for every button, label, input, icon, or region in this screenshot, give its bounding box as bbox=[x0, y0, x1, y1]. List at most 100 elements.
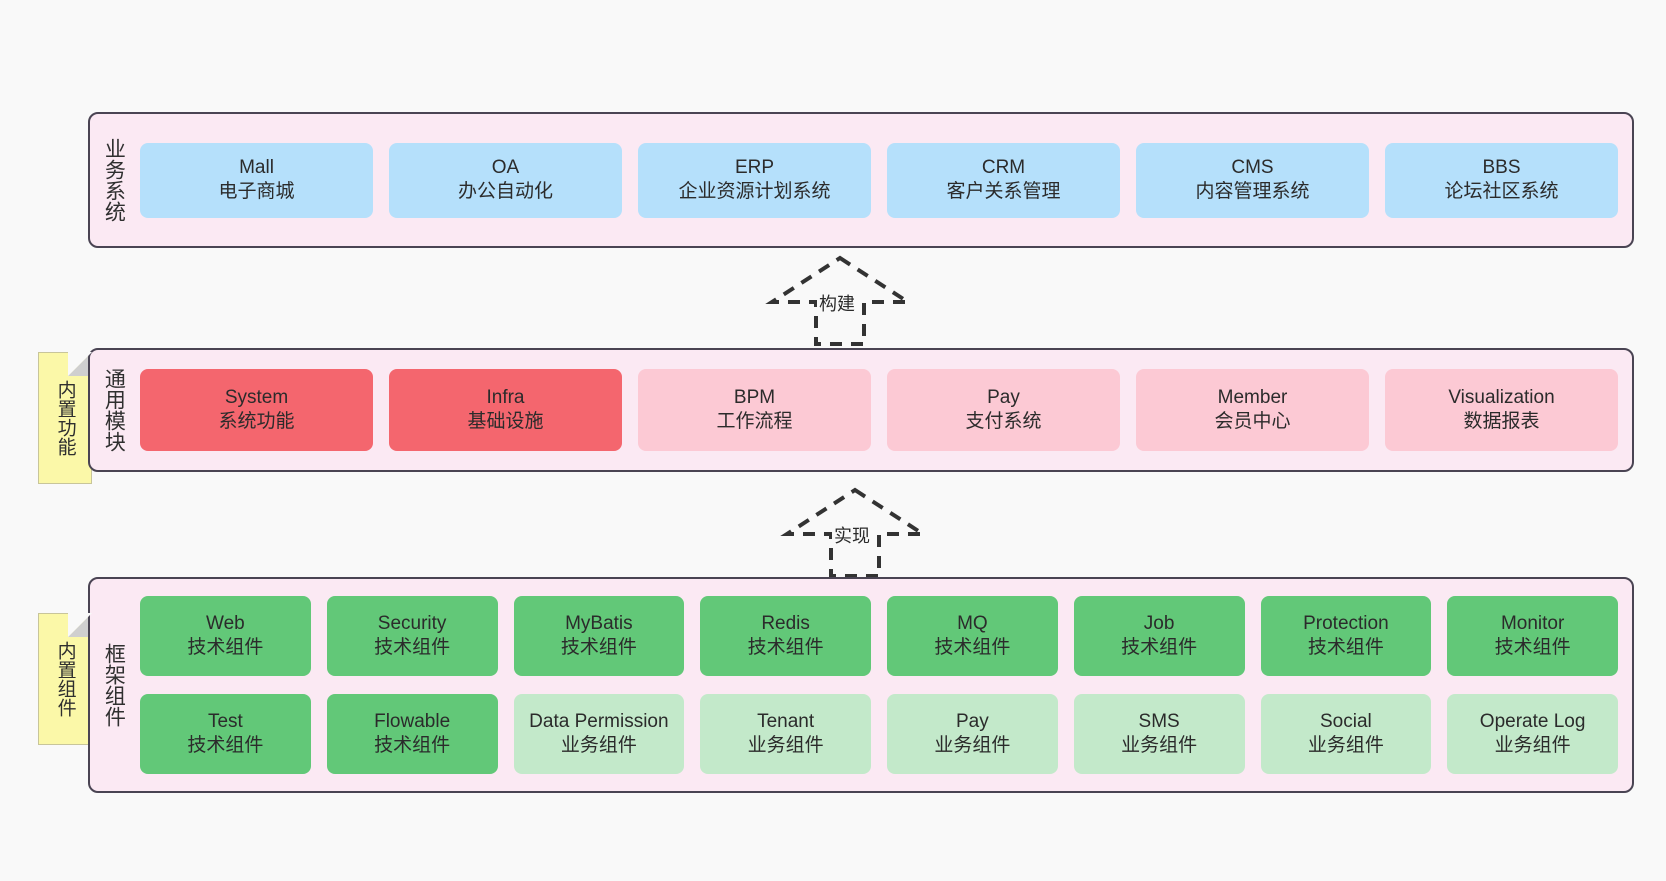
layer-business-system[interactable]: 业务系统 Mall 电子商城 OA 办公自动化 ERP 企业资源计划系统 CRM… bbox=[88, 112, 1634, 248]
card-protection[interactable]: Protection 技术组件 bbox=[1260, 596, 1432, 676]
card-pay-module-desc: 支付系统 bbox=[965, 411, 1042, 432]
card-sms-desc: 业务组件 bbox=[1121, 735, 1198, 756]
card-redis-desc: 技术组件 bbox=[747, 637, 824, 658]
connector-build-label: 构建 bbox=[817, 290, 857, 316]
card-flowable[interactable]: Flowable 技术组件 bbox=[326, 694, 498, 774]
card-mall[interactable]: Mall 电子商城 bbox=[140, 142, 373, 218]
card-security[interactable]: Security 技术组件 bbox=[326, 596, 498, 676]
connector-realize-label: 实现 bbox=[832, 522, 872, 548]
note-builtin-component[interactable]: 内置组件 bbox=[38, 613, 92, 745]
card-mall-name: Mall bbox=[239, 156, 274, 178]
card-infra-name: Infra bbox=[486, 386, 525, 408]
card-crm-name: CRM bbox=[981, 156, 1026, 178]
layer-framework-component[interactable]: 框架组件 Web 技术组件 Security 技术组件 MyBatis 技术组件… bbox=[88, 577, 1634, 793]
card-sms[interactable]: SMS 业务组件 bbox=[1073, 694, 1245, 774]
card-bbs[interactable]: BBS 论坛社区系统 bbox=[1385, 142, 1618, 218]
card-social-name: Social bbox=[1320, 710, 1372, 732]
card-operate-log-name: Operate Log bbox=[1479, 710, 1586, 732]
card-cms-name: CMS bbox=[1231, 156, 1274, 178]
card-test-desc: 技术组件 bbox=[187, 735, 264, 756]
business-card-row: Mall 电子商城 OA 办公自动化 ERP 企业资源计划系统 CRM 客户关系… bbox=[140, 142, 1618, 218]
card-member[interactable]: Member 会员中心 bbox=[1136, 369, 1369, 451]
card-redis[interactable]: Redis 技术组件 bbox=[700, 596, 871, 676]
layer-frame-title: 框架组件 bbox=[102, 643, 126, 727]
card-job-name: Job bbox=[1143, 612, 1175, 634]
card-redis-name: Redis bbox=[761, 612, 810, 634]
card-pay-module[interactable]: Pay 支付系统 bbox=[887, 369, 1120, 451]
card-cms[interactable]: CMS 内容管理系统 bbox=[1136, 142, 1369, 218]
card-bpm-desc: 工作流程 bbox=[716, 411, 793, 432]
card-pay-component-name: Pay bbox=[956, 710, 989, 732]
card-pay-component-desc: 业务组件 bbox=[934, 735, 1011, 756]
card-monitor-name: Monitor bbox=[1500, 612, 1565, 634]
card-protection-name: Protection bbox=[1303, 612, 1389, 634]
card-system-desc: 系统功能 bbox=[218, 411, 295, 432]
card-bbs-name: BBS bbox=[1482, 156, 1521, 178]
card-infra[interactable]: Infra 基础设施 bbox=[389, 369, 622, 451]
card-job-desc: 技术组件 bbox=[1121, 637, 1198, 658]
card-data-permission-desc: 业务组件 bbox=[560, 735, 637, 756]
card-member-desc: 会员中心 bbox=[1214, 411, 1291, 432]
card-mybatis-name: MyBatis bbox=[565, 612, 633, 634]
card-mall-desc: 电子商城 bbox=[218, 181, 295, 202]
card-oa-desc: 办公自动化 bbox=[457, 181, 553, 202]
layer-common-title: 通用模块 bbox=[102, 368, 126, 452]
layer-business-body: Mall 电子商城 OA 办公自动化 ERP 企业资源计划系统 CRM 客户关系… bbox=[136, 114, 1632, 246]
card-mq[interactable]: MQ 技术组件 bbox=[887, 596, 1058, 676]
card-mq-desc: 技术组件 bbox=[934, 637, 1011, 658]
card-visualization-name: Visualization bbox=[1448, 386, 1555, 408]
card-operate-log[interactable]: Operate Log 业务组件 bbox=[1447, 694, 1618, 774]
card-bpm[interactable]: BPM 工作流程 bbox=[638, 369, 871, 451]
card-protection-desc: 技术组件 bbox=[1307, 637, 1384, 658]
layer-frame-body: Web 技术组件 Security 技术组件 MyBatis 技术组件 Redi… bbox=[136, 579, 1632, 791]
card-mybatis-desc: 技术组件 bbox=[560, 637, 637, 658]
layer-business-title: 业务系统 bbox=[102, 138, 126, 222]
frame-card-row-1: Web 技术组件 Security 技术组件 MyBatis 技术组件 Redi… bbox=[140, 596, 1618, 676]
card-member-name: Member bbox=[1217, 386, 1288, 408]
card-pay-component[interactable]: Pay 业务组件 bbox=[887, 694, 1058, 774]
card-sms-name: SMS bbox=[1138, 710, 1180, 732]
common-card-row: System 系统功能 Infra 基础设施 BPM 工作流程 Pay 支付系统… bbox=[140, 369, 1618, 451]
card-mybatis[interactable]: MyBatis 技术组件 bbox=[513, 596, 685, 676]
card-data-permission-name: Data Permission bbox=[529, 710, 669, 732]
card-tenant-name: Tenant bbox=[757, 710, 815, 732]
card-test[interactable]: Test 技术组件 bbox=[140, 694, 311, 774]
card-crm-desc: 客户关系管理 bbox=[946, 181, 1061, 202]
card-test-name: Test bbox=[207, 710, 243, 732]
card-oa[interactable]: OA 办公自动化 bbox=[389, 142, 622, 218]
card-web[interactable]: Web 技术组件 bbox=[140, 596, 311, 676]
card-data-permission[interactable]: Data Permission 业务组件 bbox=[513, 694, 685, 774]
card-bbs-desc: 论坛社区系统 bbox=[1444, 181, 1559, 202]
card-social[interactable]: Social 业务组件 bbox=[1260, 694, 1432, 774]
layer-common-module[interactable]: 通用模块 System 系统功能 Infra 基础设施 BPM 工作流程 Pay… bbox=[88, 348, 1634, 472]
card-erp[interactable]: ERP 企业资源计划系统 bbox=[638, 142, 871, 218]
connector-realize: 实现 bbox=[775, 484, 935, 580]
note-builtin-function[interactable]: 内置功能 bbox=[38, 352, 92, 484]
card-flowable-name: Flowable bbox=[374, 710, 451, 732]
card-pay-module-name: Pay bbox=[987, 386, 1020, 408]
card-erp-desc: 企业资源计划系统 bbox=[678, 181, 831, 202]
connector-build: 构建 bbox=[760, 252, 920, 348]
dashed-arrow-up-icon bbox=[780, 487, 930, 578]
card-tenant[interactable]: Tenant 业务组件 bbox=[700, 694, 871, 774]
card-crm[interactable]: CRM 客户关系管理 bbox=[887, 142, 1120, 218]
card-infra-desc: 基础设施 bbox=[467, 411, 544, 432]
layer-common-body: System 系统功能 Infra 基础设施 BPM 工作流程 Pay 支付系统… bbox=[136, 350, 1632, 470]
card-system[interactable]: System 系统功能 bbox=[140, 369, 373, 451]
card-web-desc: 技术组件 bbox=[187, 637, 264, 658]
frame-card-row-2: Test 技术组件 Flowable 技术组件 Data Permission … bbox=[140, 694, 1618, 774]
card-monitor-desc: 技术组件 bbox=[1494, 637, 1571, 658]
card-visualization-desc: 数据报表 bbox=[1463, 411, 1540, 432]
card-web-name: Web bbox=[206, 612, 245, 634]
card-cms-desc: 内容管理系统 bbox=[1195, 181, 1310, 202]
card-erp-name: ERP bbox=[734, 156, 775, 178]
card-flowable-desc: 技术组件 bbox=[374, 735, 451, 756]
card-security-desc: 技术组件 bbox=[374, 637, 451, 658]
card-bpm-name: BPM bbox=[733, 386, 776, 408]
card-visualization[interactable]: Visualization 数据报表 bbox=[1385, 369, 1618, 451]
card-tenant-desc: 业务组件 bbox=[747, 735, 824, 756]
card-job[interactable]: Job 技术组件 bbox=[1073, 596, 1245, 676]
card-monitor[interactable]: Monitor 技术组件 bbox=[1447, 596, 1618, 676]
note-builtin-function-label: 内置功能 bbox=[54, 380, 76, 456]
